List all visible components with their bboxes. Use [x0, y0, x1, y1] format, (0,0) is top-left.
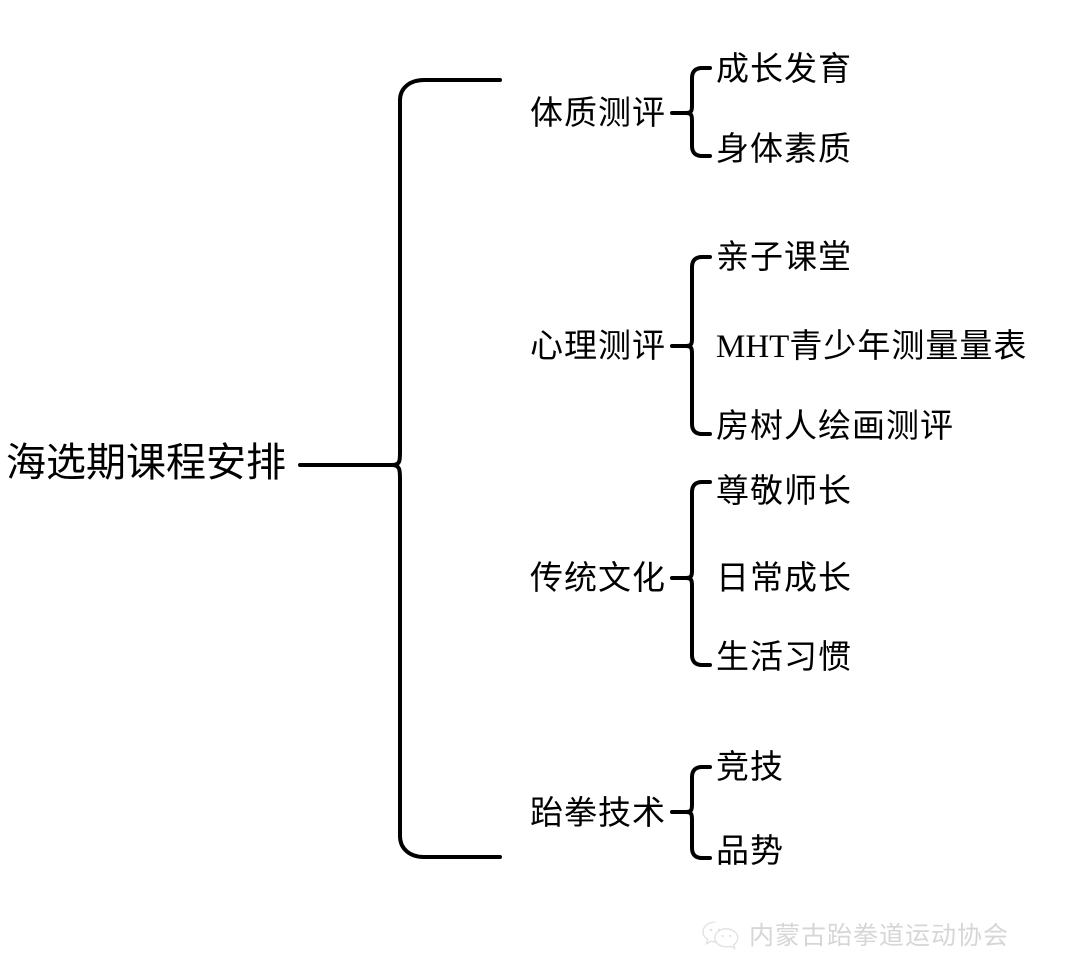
- leaf-mht-prefix: MHT: [716, 329, 790, 365]
- brace-physical: [684, 66, 712, 115]
- leaf-respect-teachers: 尊敬师长: [716, 472, 852, 509]
- category-traditional-culture: 传统文化: [530, 559, 666, 596]
- category-physical-assessment: 体质测评: [530, 94, 666, 131]
- brace-culture: [684, 480, 712, 580]
- leaf-competition: 竞技: [716, 748, 784, 785]
- footer-watermark: 内蒙古跆拳道运动协会: [700, 919, 1009, 953]
- brace-taekwondo-lower: [684, 810, 712, 860]
- leaf-daily-growth: 日常成长: [716, 559, 852, 596]
- leaf-physical-quality: 身体素质: [716, 130, 852, 167]
- brace-physical-lower: [684, 111, 712, 158]
- brace-culture-lower: [684, 576, 712, 667]
- outer-brace-top: [390, 78, 502, 467]
- category-taekwondo-technique: 跆拳技术: [530, 794, 666, 831]
- leaf-living-habits: 生活习惯: [716, 638, 852, 675]
- leaf-mht-scale: MHT青少年测量量表: [716, 329, 1027, 364]
- leaf-house-tree-person-drawing: 房树人绘画测评: [716, 407, 954, 444]
- leaf-mht-rest: 青少年测量量表: [789, 327, 1028, 364]
- leaf-poomsae: 品势: [716, 832, 784, 869]
- category-psychological-assessment: 心理测评: [530, 327, 666, 364]
- leaf-parent-child-class: 亲子课堂: [716, 238, 852, 275]
- outer-brace-bottom: [390, 463, 502, 859]
- brace-psych: [684, 255, 712, 348]
- root-node-label: 海选期课程安排: [6, 441, 286, 485]
- wechat-icon: [702, 921, 739, 950]
- leaf-growth-development: 成长发育: [716, 50, 852, 87]
- brace-psych-lower: [684, 344, 712, 436]
- brace-taekwondo: [684, 765, 712, 814]
- footer-watermark-label: 内蒙古跆拳道运动协会: [749, 921, 1010, 950]
